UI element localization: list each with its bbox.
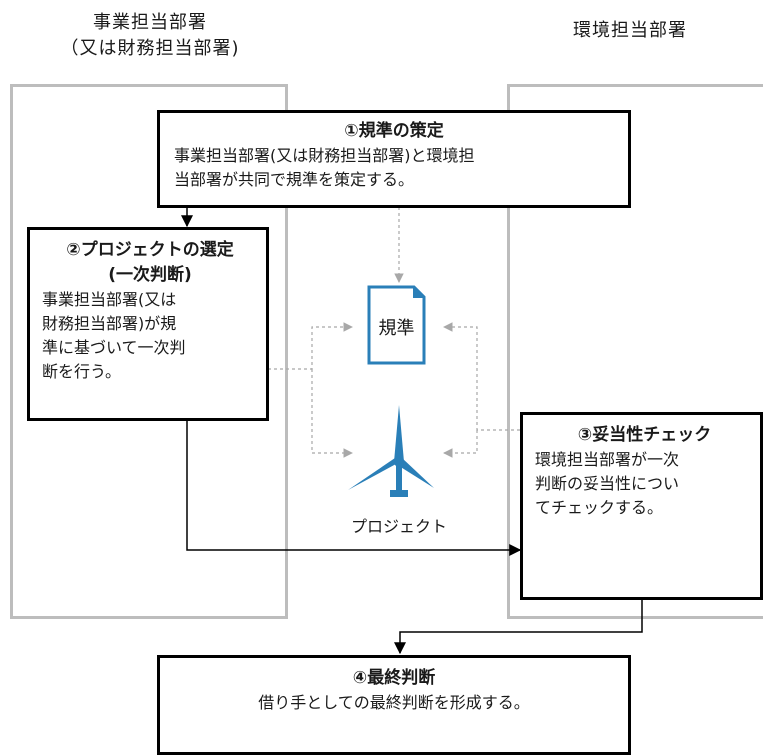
step3-body-line2: 判断の妥当性につい (535, 474, 680, 493)
step4-title: ④最終判断 (352, 668, 436, 688)
step3-body-line3: てチェックする。 (535, 498, 664, 517)
step2-body-line4: 断を行う。 (42, 362, 122, 381)
step2-body-line1: 事業担当部署(又は (42, 290, 177, 309)
step1-body-line2: 当部署が共同で規準を策定する。 (174, 170, 415, 189)
left-column-title: 事業担当部署 （又は財務担当部署) (20, 10, 280, 62)
dashed-step3-to-project (443, 430, 478, 458)
dashed-step2-to-project (311, 369, 353, 458)
step4-box: ④最終判断 借り手としての最終判断を形成する。 (157, 655, 631, 755)
dashed-step2-to-document (268, 322, 353, 370)
arrow-step2-to-step3 (186, 420, 522, 556)
step2-body-line2: 財務担当部署)が規 (42, 314, 177, 333)
project-label: プロジェクト (350, 517, 447, 536)
step4-body: 借り手としての最終判断を形成する。 (258, 693, 530, 712)
step2-title-line1: ②プロジェクトの選定 (66, 240, 234, 260)
step3-title: ③妥当性チェック (577, 425, 712, 445)
wind-turbine-icon (348, 405, 434, 497)
dashed-step3-to-document (443, 322, 520, 431)
document-icon (367, 285, 426, 365)
left-column-title-line2: （又は財務担当部署) (60, 38, 240, 59)
step1-title: ①規準の策定 (344, 121, 444, 141)
step3-box: ③妥当性チェック 環境担当部署が一次 判断の妥当性につい てチェックする。 (520, 412, 763, 600)
step2-box: ②プロジェクトの選定 (一次判断) 事業担当部署(又は 財務担当部署)が規 準に… (27, 227, 269, 421)
right-column-title: 環境担当部署 (573, 20, 687, 41)
step1-box: ①規準の策定 事業担当部署(又は財務担当部署)と環境担 当部署が共同で規準を策定… (157, 110, 631, 208)
arrow-step3-to-step4 (394, 598, 643, 655)
step2-body-line3: 準に基づいて一次判 (42, 338, 186, 357)
step3-body-line1: 環境担当部署が一次 (535, 450, 680, 469)
document-label: 規準 (378, 318, 415, 339)
left-column-title-line1: 事業担当部署 (93, 12, 207, 33)
step1-body-line1: 事業担当部署(又は財務担当部署)と環境担 (174, 146, 475, 165)
step2-title-line2: (一次判断) (108, 265, 192, 285)
